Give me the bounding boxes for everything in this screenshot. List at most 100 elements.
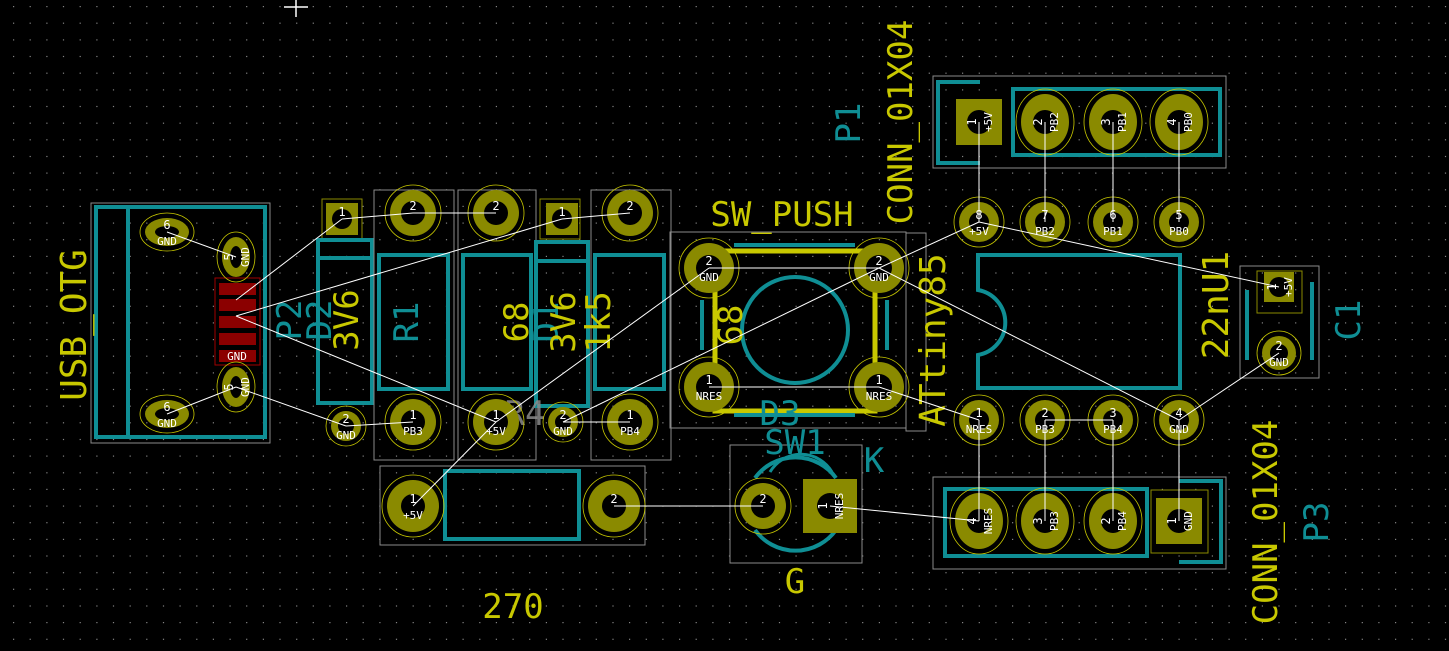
grid-dot [395, 455, 398, 457]
grid-dot [329, 505, 331, 507]
grid-dot [1211, 372, 1213, 374]
grid-dot [112, 438, 115, 441]
grid-dot [412, 605, 414, 607]
pad[interactable]: 1+5V [1264, 272, 1295, 302]
grid-dot [329, 605, 331, 607]
grid-dot [429, 72, 431, 74]
footprint-d1[interactable]: D1 3V6 [527, 198, 590, 408]
grid-dot [312, 638, 314, 640]
grid-dot [612, 372, 614, 374]
grid-dot [962, 89, 964, 91]
footprint-c1[interactable]: 22nU1 C1 [1196, 251, 1369, 379]
grid-dot [1395, 172, 1397, 174]
grid-dot [1261, 305, 1263, 307]
footprint-attiny85[interactable]: ATtiny85 [905, 232, 1182, 432]
grid-dot [878, 505, 880, 507]
smd-pad[interactable] [219, 299, 256, 311]
footprint-led-d3[interactable]: D3 SW1 K G [729, 394, 885, 602]
grid-dot [1278, 422, 1280, 424]
grid-dot [679, 105, 681, 108]
smd-pad[interactable] [219, 333, 256, 345]
grid-dot [445, 155, 448, 158]
grid-dot [262, 605, 264, 607]
grid-dot [812, 405, 814, 407]
grid-dot [312, 505, 314, 507]
grid-dot [795, 239, 797, 241]
grid-dot [146, 522, 148, 524]
grid-dot [412, 372, 414, 374]
grid-dot [645, 272, 647, 274]
grid-dot [112, 455, 115, 457]
grid-dot [1278, 72, 1280, 74]
grid-dot [1311, 455, 1313, 457]
grid-dot [995, 438, 997, 441]
grid-dot [912, 122, 914, 124]
grid-dot [595, 105, 597, 108]
grid-dot [895, 189, 897, 191]
grid-dot [1095, 438, 1097, 441]
grid-dot [179, 122, 181, 124]
grid-dot [312, 372, 314, 374]
grid-dot [778, 172, 781, 174]
grid-dot [629, 638, 631, 640]
grid-dot [362, 322, 364, 324]
grid-dot [212, 522, 214, 524]
grid-dot [495, 572, 497, 574]
grid-dot [778, 222, 781, 224]
grid-dot [1428, 522, 1430, 524]
grid-dot [895, 488, 897, 490]
grid-dot [1028, 638, 1030, 640]
footprint-r3[interactable]: 1k5 [579, 189, 672, 461]
grid-dot [1012, 422, 1014, 424]
grid-dot [196, 172, 198, 174]
grid-dot [46, 272, 48, 274]
grid-dot [179, 89, 181, 91]
grid-dot [1095, 205, 1097, 207]
grid-dot [878, 72, 880, 74]
grid-dot [828, 205, 830, 207]
ratsnest-line [878, 267, 1180, 421]
footprint-usb-otg[interactable]: GND USB_OTG [54, 202, 271, 444]
grid-dot [962, 205, 964, 207]
grid-dot [1161, 605, 1163, 607]
grid-dot [1261, 122, 1263, 124]
grid-dot [1195, 588, 1197, 590]
grid-dot [1095, 605, 1097, 607]
footprint-p3[interactable]: P3 CONN_01X04 [932, 420, 1337, 625]
grid-dot [1261, 172, 1263, 174]
footprint-d2[interactable]: P2 D2 3V6 [270, 198, 374, 405]
grid-dot [662, 89, 664, 91]
grid-dot [79, 122, 81, 124]
grid-dot [1361, 488, 1363, 490]
grid-dot [1061, 572, 1064, 574]
grid-dot [1261, 422, 1263, 424]
footprint-sw-push[interactable]: SW_PUSH 68 [669, 195, 907, 429]
grid-dot [828, 172, 830, 174]
grid-dot [362, 205, 364, 207]
grid-dot [545, 305, 547, 307]
smd-pad[interactable] [219, 316, 256, 328]
grid-dot [445, 555, 448, 557]
grid-dot [629, 39, 631, 41]
grid-dot [878, 455, 880, 457]
grid-dot [1328, 122, 1330, 124]
footprint-r1[interactable]: R1 [373, 189, 455, 461]
grid-dot [662, 438, 664, 441]
grid-dot [262, 6, 264, 8]
grid-dot [912, 322, 914, 324]
grid-dot [179, 622, 181, 624]
grid-dot [745, 205, 747, 207]
grid-dot [912, 172, 914, 174]
grid-dot [379, 638, 381, 640]
grid-dot [962, 55, 964, 58]
grid-dot [146, 72, 148, 74]
grid-dot [1095, 572, 1097, 574]
grid-dot [695, 638, 697, 640]
grid-dot [79, 255, 81, 257]
smd-pad[interactable] [219, 350, 256, 362]
grid-dot [379, 405, 381, 407]
grid-dot [462, 522, 464, 524]
grid-dot [529, 622, 531, 624]
grid-dot [1261, 438, 1263, 441]
